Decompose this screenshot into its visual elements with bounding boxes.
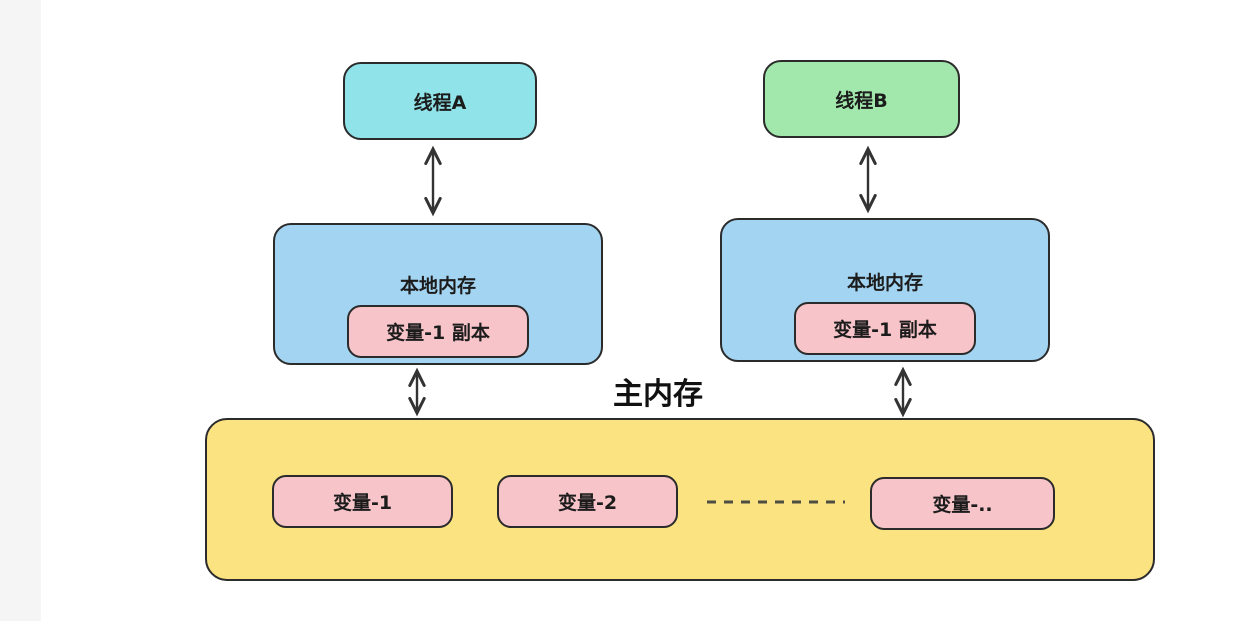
- variable-copy-b-label: 变量-1 副本: [833, 319, 937, 341]
- left-gutter: [0, 0, 41, 621]
- main-memory-variable-n-box: 变量-..: [870, 477, 1055, 530]
- thread-a-box: 线程A: [343, 62, 537, 140]
- local-memory-b-label: 本地内存: [846, 272, 923, 294]
- main-memory-title: 主内存: [613, 377, 703, 412]
- thread-b-box: 线程B: [763, 60, 960, 138]
- variable-copy-b-box: 变量-1 副本: [794, 302, 976, 355]
- local-memory-b-box: 本地内存 变量-1 副本: [720, 218, 1050, 362]
- main-memory-variable-1-label: 变量-1: [332, 492, 393, 514]
- variable-copy-a-box: 变量-1 副本: [347, 305, 529, 358]
- variable-copy-a-label: 变量-1 副本: [386, 322, 490, 344]
- thread-a-label: 线程A: [413, 91, 467, 114]
- main-memory-variable-n-label: 变量-..: [932, 494, 993, 516]
- main-memory-variable-2-box: 变量-2: [497, 475, 678, 528]
- main-memory-variable-2-label: 变量-2: [557, 492, 618, 514]
- thread-b-label: 线程B: [835, 89, 888, 112]
- local-memory-a-box: 本地内存 变量-1 副本: [273, 223, 603, 365]
- main-memory-variable-1-box: 变量-1: [272, 475, 453, 528]
- local-memory-a-label: 本地内存: [399, 275, 476, 297]
